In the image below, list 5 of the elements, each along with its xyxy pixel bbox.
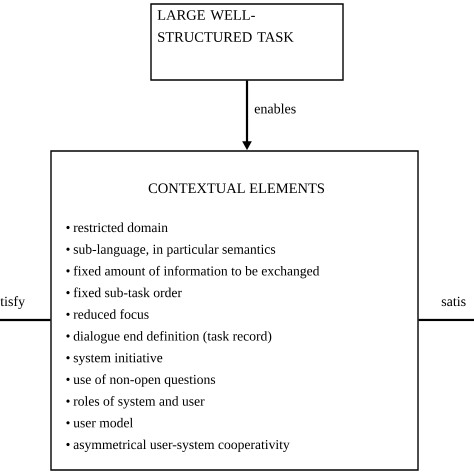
edge-label: satis xyxy=(442,296,466,306)
task-box: LARGE WELL-STRUCTURED TASK xyxy=(150,3,344,81)
edge-label: enables xyxy=(254,104,296,114)
elements-box: CONTEXTUAL ELEMENTS restricted domain sub-language, in particular semantics fixed amount of information to be exchanged fixed sub-task order reduced focus dialogue end definition (task record) system initiative use of non-open questions roles of system and user user model asymmetrical user-system cooperativity xyxy=(50,150,419,471)
edge-label: tisfy xyxy=(0,296,26,310)
